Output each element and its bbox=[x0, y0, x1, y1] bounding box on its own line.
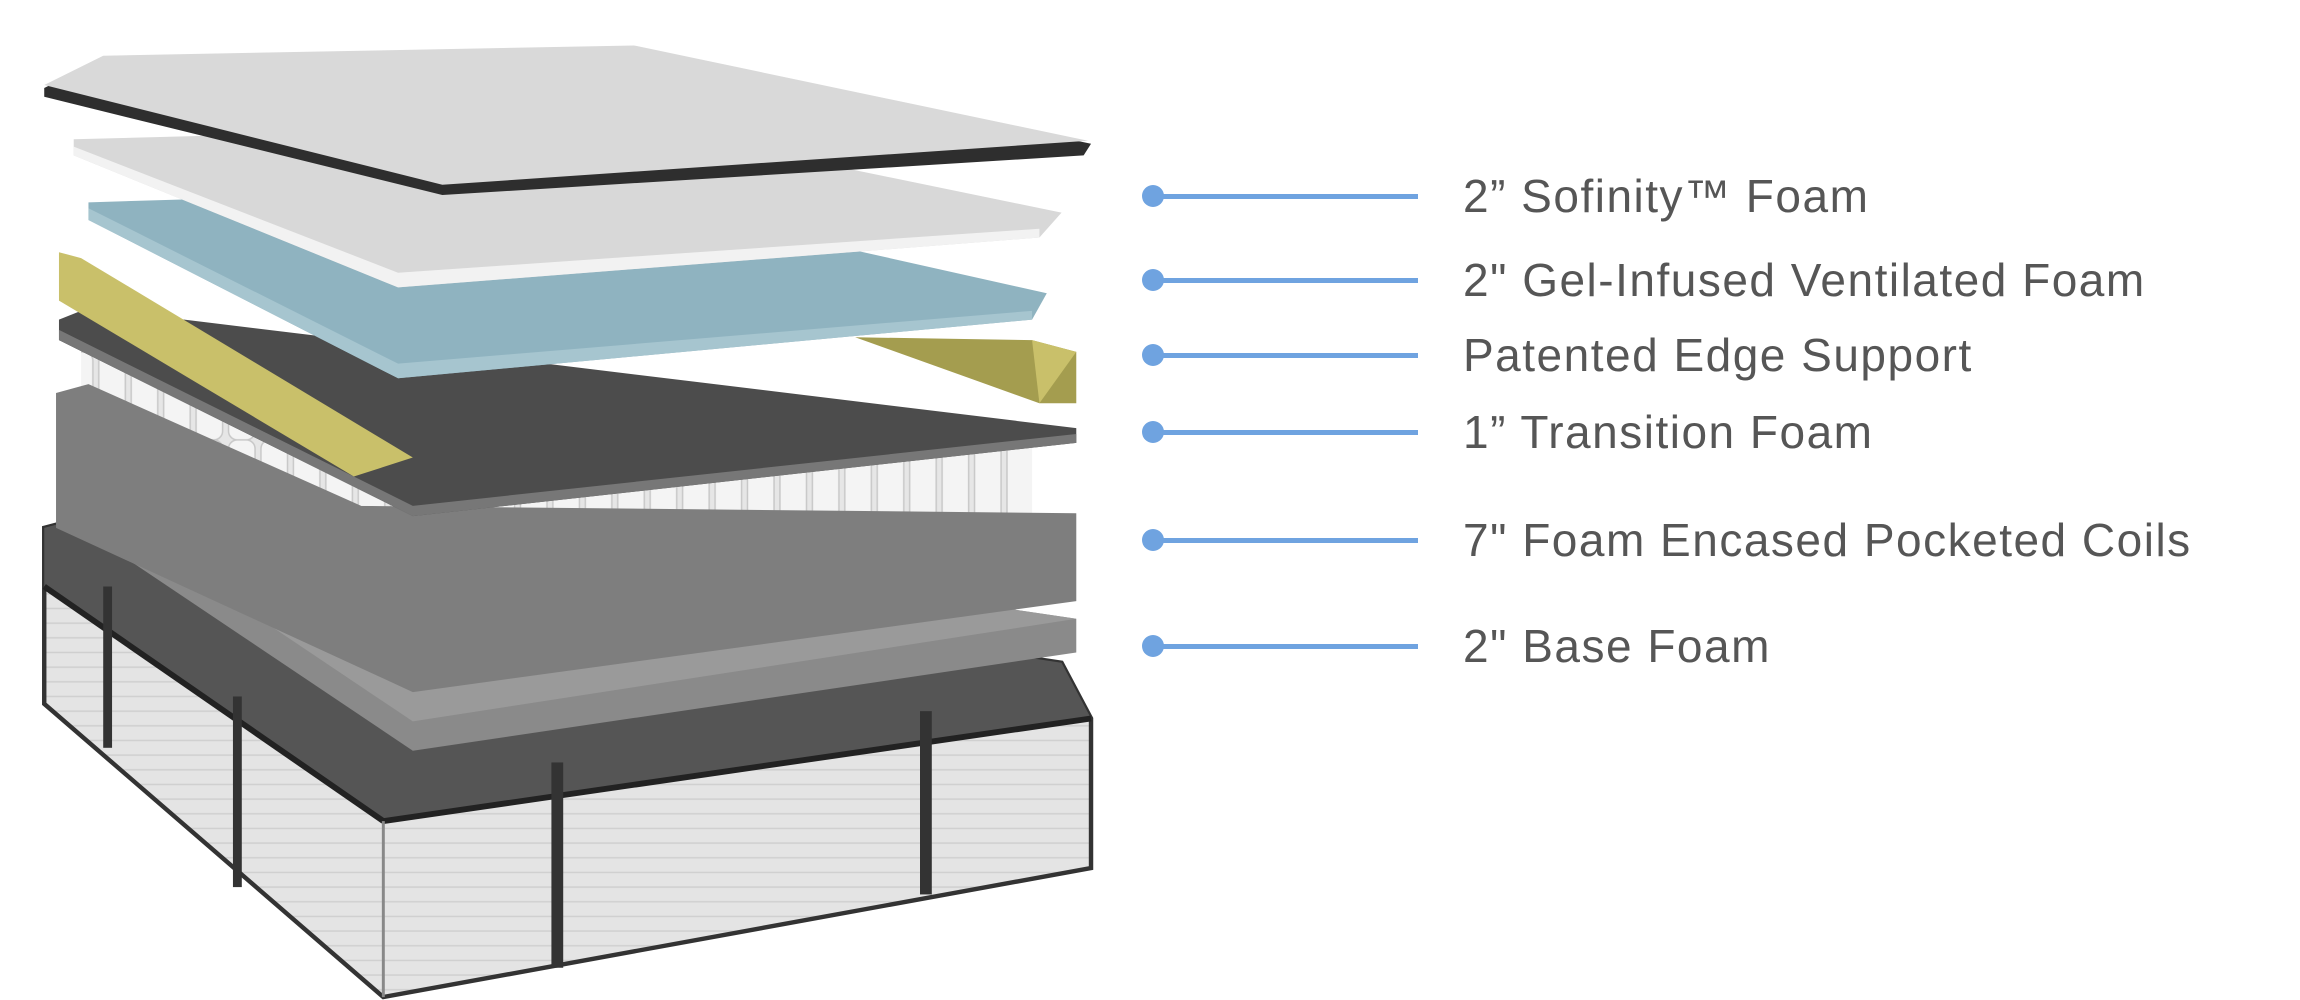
layer-label-text: 2" Gel-Infused Ventilated Foam bbox=[1463, 254, 2146, 306]
layer-label-transition-foam: 1” Transition Foam bbox=[1142, 402, 1873, 462]
layer-label-pocketed-coils: 7" Foam Encased Pocketed Coils bbox=[1142, 510, 2192, 570]
callout-dot-icon bbox=[1142, 185, 1164, 207]
callout-dot-icon bbox=[1142, 344, 1164, 366]
layer-transition-foam bbox=[58, 307, 1077, 517]
callout-line bbox=[1160, 537, 1418, 543]
layer-label-text: Patented Edge Support bbox=[1463, 329, 1973, 381]
layer-label-text: 7" Foam Encased Pocketed Coils bbox=[1463, 514, 2192, 566]
layer-top-cover bbox=[44, 45, 1092, 196]
callout-dot-icon bbox=[1142, 529, 1164, 551]
layer-label-text: 2" Base Foam bbox=[1463, 620, 1771, 672]
callout-dot-icon bbox=[1142, 269, 1164, 291]
callout-dot-icon bbox=[1142, 421, 1164, 443]
callout-line bbox=[1160, 277, 1418, 283]
callout-line bbox=[1160, 643, 1418, 649]
layer-label-text: 1” Transition Foam bbox=[1463, 406, 1874, 458]
callout-line bbox=[1160, 352, 1418, 358]
layer-label-gel-foam: 2" Gel-Infused Ventilated Foam bbox=[1142, 250, 2146, 310]
layer-label-text: 2” Sofinity™ Foam bbox=[1463, 170, 1870, 222]
layer-label-edge-support: Patented Edge Support bbox=[1142, 325, 1973, 385]
callout-dot-icon bbox=[1142, 635, 1164, 657]
layer-label-sofinity-foam: 2” Sofinity™ Foam bbox=[1142, 166, 1869, 226]
layer-edge-support bbox=[58, 252, 1077, 477]
layer-label-base-foam: 2" Base Foam bbox=[1142, 616, 1771, 676]
callout-line bbox=[1160, 193, 1418, 199]
callout-line bbox=[1160, 429, 1418, 435]
